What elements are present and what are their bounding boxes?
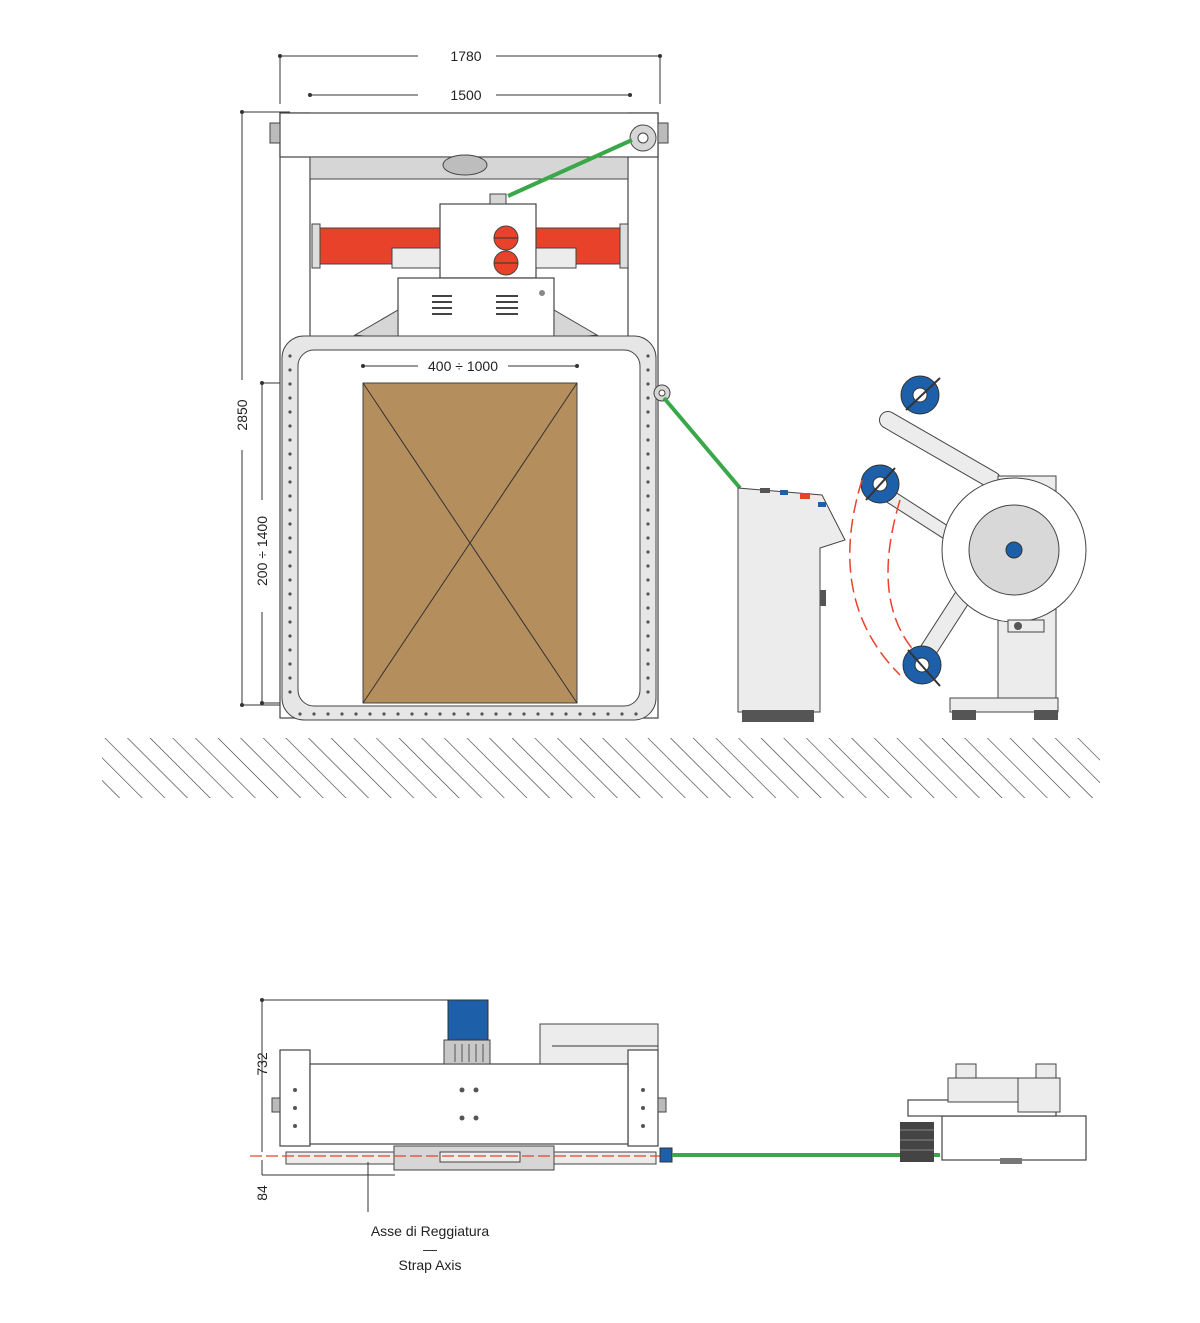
strapping-head [439,203,537,279]
package-box [362,382,578,704]
dimension-strap-axis: 84 [254,1160,395,1201]
inner-width-label: 1500 [450,87,481,103]
front-view: 1780 1500 2850 200 ÷ 1 [102,48,1100,798]
strap-line-top [507,138,633,198]
strap-axis-separator: — [423,1241,437,1257]
strap-axis-height-label: 84 [254,1185,270,1201]
top-view: 732 84 [250,998,1087,1273]
dimension-pack-width: 400 ÷ 1000 [361,358,579,374]
overall-width-label: 1780 [450,48,481,64]
dimension-top-height: 732 [254,998,450,1152]
dimension-overall-width: 1780 [278,48,662,104]
control-panel-icon [737,487,846,722]
top-pulley [442,154,488,176]
ground-hatch [102,738,1100,798]
top-beam [279,112,659,158]
pack-width-label: 400 ÷ 1000 [428,358,498,374]
top-view-height-label: 732 [254,1052,270,1076]
motor-icon [443,999,491,1065]
strap-axis-label-en: Strap Axis [398,1257,461,1273]
machine-body-top [309,1063,629,1145]
reel-dispenser-top [900,1063,1087,1164]
strap-reel-icon [849,375,1087,720]
strap-line-feed [662,396,742,490]
channel-bolts [288,354,650,716]
pack-height-label: 200 ÷ 1400 [254,516,270,586]
strap-axis-label-it: Asse di Reggiatura [371,1223,490,1239]
dimension-overall-height: 2850 [234,110,290,707]
dimension-inner-width: 1500 [308,87,632,103]
overall-height-label: 2850 [234,399,250,430]
